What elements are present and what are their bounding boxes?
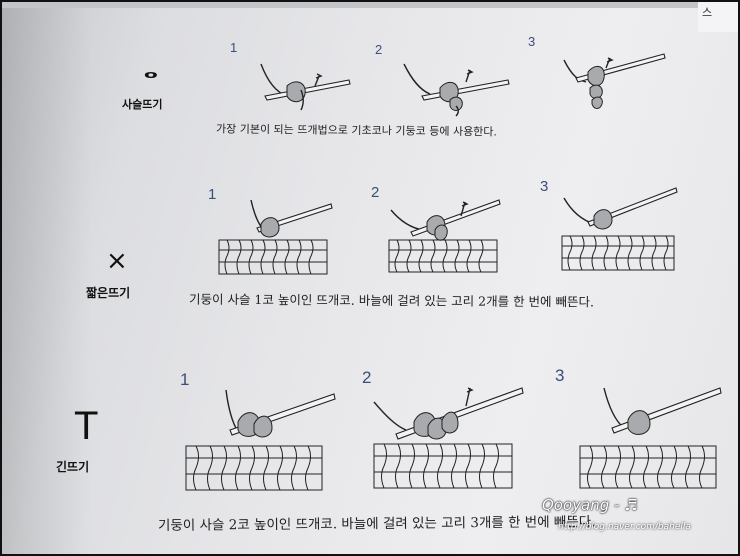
chain-stitch-illustration-1: [260, 63, 351, 111]
row3-step-2-number: 2: [362, 368, 372, 387]
watermark-name: Qooyang - ♬: [542, 496, 638, 514]
row2-step-3-number: 3: [540, 178, 549, 195]
half-double-crochet-illustration-2: [373, 387, 524, 489]
single-crochet-illustration-3: [561, 187, 678, 271]
half-double-crochet-illustration-1: [185, 389, 336, 491]
row2-step-2-number: 2: [371, 184, 380, 201]
single-crochet-caption: 기둥이 사슬 1코 높이인 뜨개코. 바늘에 걸려 있는 고리 2개를 한 번에…: [188, 291, 595, 310]
single-crochet-illustration-2: [388, 199, 501, 273]
chain-stitch-illustration-3: [563, 53, 666, 109]
page-fold-shadow: [2, 2, 92, 554]
chain-stitch-symbol: o: [144, 67, 158, 81]
row3-step-3-number: 3: [555, 366, 565, 385]
chain-stitch-caption: 가장 기본이 되는 뜨개법으로 기초코나 기둥코 등에 사용한다.: [215, 122, 498, 139]
row1-step-2-number: 2: [375, 42, 383, 57]
single-crochet-label: 짧은뜨기: [86, 286, 131, 300]
chain-stitch-label: 사슬뜨기: [122, 98, 163, 111]
single-crochet-illustration-1: [218, 199, 333, 275]
corner-text: 스: [702, 6, 713, 19]
half-double-crochet-symbol: T: [74, 404, 99, 448]
row1-step-1-number: 1: [230, 40, 238, 55]
half-double-crochet-caption: 기둥이 사슬 2코 높이인 뜨개코. 바늘에 걸려 있는 고리 3개를 한 번에…: [157, 514, 596, 534]
row2-step-1-number: 1: [208, 186, 217, 203]
row3-step-1-number: 1: [180, 370, 190, 389]
chain-stitch-illustration-2: [403, 63, 510, 117]
corner-page-fragment: 스: [698, 2, 738, 32]
half-double-crochet-label: 긴뜨기: [56, 460, 90, 474]
row1-step-3-number: 3: [528, 34, 536, 49]
top-page-edge: [2, 2, 738, 8]
half-double-crochet-illustration-3: [579, 387, 722, 489]
single-crochet-symbol: ×: [106, 246, 128, 276]
watermark-url: http://blog.naver.com/bahella: [558, 522, 691, 532]
